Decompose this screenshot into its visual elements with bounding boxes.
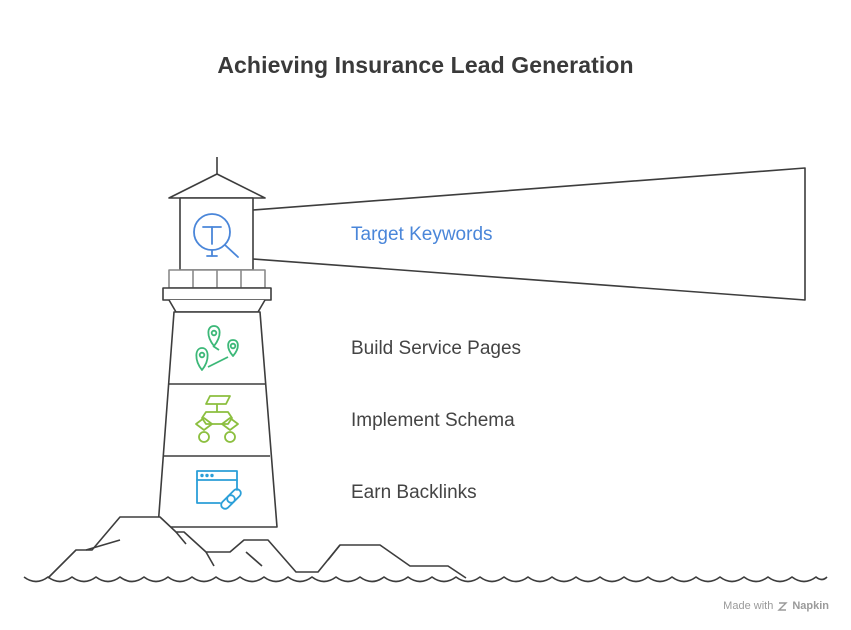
flowchart-icon <box>195 395 239 443</box>
napkin-credit[interactable]: Made with Napkin <box>723 600 829 612</box>
step-label-earn-backlinks: Earn Backlinks <box>351 482 477 503</box>
sea-waves <box>23 576 828 583</box>
light-beam <box>252 167 806 301</box>
page-title: Achieving Insurance Lead Generation <box>217 52 634 78</box>
lighthouse-balcony <box>162 287 272 301</box>
rocks <box>47 516 467 579</box>
browser-link-icon <box>196 470 242 510</box>
search-text-icon <box>193 213 239 258</box>
lighthouse-roof <box>168 173 266 199</box>
map-pins-icon <box>195 325 239 371</box>
lighthouse-tower <box>157 311 278 528</box>
step-label-build-service-pages: Build Service Pages <box>351 338 522 359</box>
made-with-text: Made with <box>723 600 774 612</box>
napkin-logo-icon <box>777 601 789 611</box>
lighthouse-lantern <box>179 197 254 271</box>
napkin-brand: Napkin <box>792 600 829 612</box>
step-label-target-keywords: Target Keywords <box>351 224 493 245</box>
step-label-implement-schema: Implement Schema <box>351 410 515 431</box>
